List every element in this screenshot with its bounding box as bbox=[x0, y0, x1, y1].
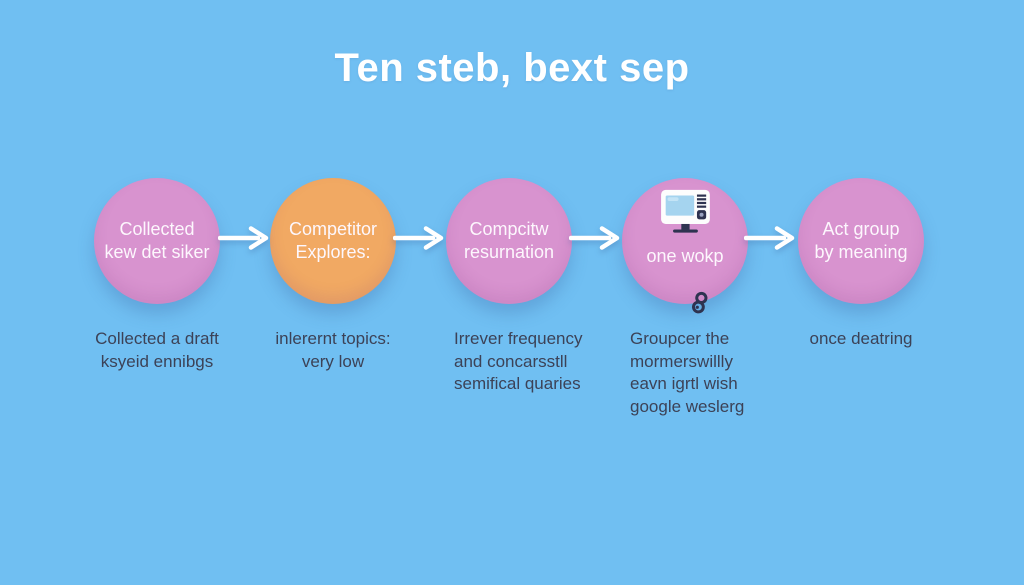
step-circle-label: Collected kew det siker bbox=[104, 218, 210, 262]
step-description-3: Irrever frequency and concarsstll semifi… bbox=[454, 329, 583, 394]
arrow-right-icon bbox=[569, 224, 625, 252]
step-description-1: Collected a draft ksyeid ennibgs bbox=[95, 329, 219, 371]
diagram-title: Ten steb, bext sep bbox=[334, 46, 690, 90]
step-circle-4: one wokp bbox=[622, 178, 748, 315]
flow-step-1: Collected kew det siker Collected a draf… bbox=[69, 178, 245, 373]
flow-step-3: Compcitw resurnation Irrever frequency a… bbox=[421, 178, 597, 396]
step-circle-5: Act group by meaning bbox=[798, 178, 924, 304]
step-description-4: Groupcer the mormerswillly eavn igrtl wi… bbox=[630, 329, 745, 416]
step-description-5: once deatring bbox=[809, 329, 913, 348]
step-circle-3: Compcitw resurnation bbox=[446, 178, 572, 304]
flow-step-4: one wokp Groupcer the mormerswillly eavn… bbox=[597, 178, 773, 418]
step-circle-label: Competitor Explores: bbox=[288, 218, 378, 262]
link-icon bbox=[688, 267, 717, 323]
step-circle-label: Compcitw resurnation bbox=[463, 218, 555, 262]
arrow-right-icon bbox=[744, 224, 800, 252]
step-circle-1: Collected kew det siker bbox=[94, 178, 220, 304]
computer-monitor-icon bbox=[657, 166, 713, 242]
step-circle-label: one wokp bbox=[646, 245, 724, 266]
step-description-2: inlerernt topics: very low bbox=[275, 329, 391, 371]
arrow-right-icon bbox=[393, 224, 449, 252]
flow-step-5: Act group by meaning once deatring bbox=[773, 178, 949, 351]
flow-step-2: Competitor Explores: inlerernt topics: v… bbox=[245, 178, 421, 373]
step-circle-2: Competitor Explores: bbox=[270, 178, 396, 304]
arrow-right-icon bbox=[218, 224, 274, 252]
step-circle-label: Act group by meaning bbox=[814, 218, 908, 262]
